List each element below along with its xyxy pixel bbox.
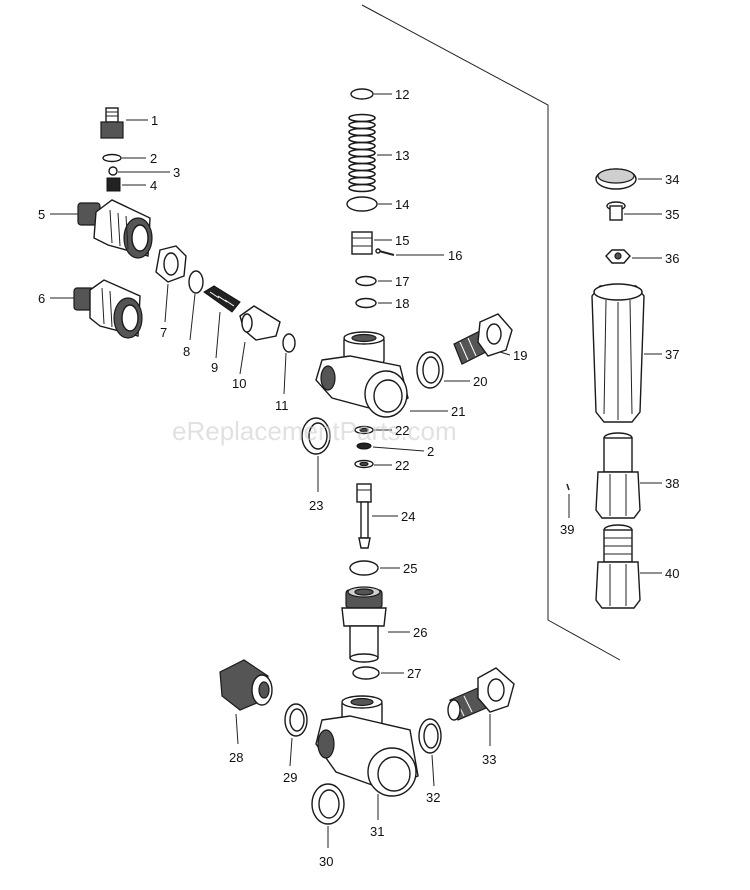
label-35: 35 [665, 207, 679, 222]
part-26-seat [341, 586, 410, 663]
label-27: 27 [407, 666, 421, 681]
part-23-o-ring [301, 417, 331, 492]
label-32: 32 [426, 790, 440, 805]
label-24: 24 [401, 509, 415, 524]
part-36-nut [605, 249, 662, 264]
label-39: 39 [560, 522, 574, 537]
label-15: 15 [395, 233, 409, 248]
part-22a-ring [354, 425, 392, 435]
part-25-o-ring [349, 560, 400, 576]
part-10-piston [239, 305, 281, 375]
part-22b-ring [354, 459, 392, 469]
part-5-coupler [50, 199, 153, 259]
part-2-ring [356, 442, 425, 452]
label-12: 12 [395, 87, 409, 102]
part-33-fitting [447, 667, 515, 746]
label-13: 13 [395, 148, 409, 163]
label-20: 20 [473, 374, 487, 389]
label-29: 29 [283, 770, 297, 785]
label-14: 14 [395, 197, 409, 212]
spring-coil [348, 148, 376, 158]
label-5: 5 [38, 207, 45, 222]
label-4: 4 [150, 178, 157, 193]
label-30: 30 [319, 854, 333, 869]
spring-coil [348, 113, 376, 123]
part-40-fitting [595, 524, 662, 609]
part-17-o-ring [355, 275, 392, 287]
spring-coil [348, 134, 376, 144]
label-21: 21 [451, 404, 465, 419]
label-6: 6 [38, 291, 45, 306]
part-11-o-ring [282, 333, 296, 395]
part-27-o-ring [352, 666, 404, 680]
part-1-fitting [100, 107, 148, 139]
label-2: 2 [150, 151, 157, 166]
part-12-cap [350, 88, 392, 100]
label-34: 34 [665, 172, 679, 187]
label-11: 11 [275, 398, 289, 413]
part-6-coupler [50, 279, 143, 339]
label-19: 19 [513, 348, 527, 363]
spring-coil [348, 141, 376, 151]
part-15-piston [351, 231, 392, 255]
part-21-valve-body [315, 331, 448, 418]
spring-coil [348, 127, 376, 137]
label-22a: 22 [395, 423, 409, 438]
part-19-fitting [453, 313, 513, 365]
part-13-spring [348, 113, 392, 193]
label-31: 31 [370, 824, 384, 839]
label-36: 36 [665, 251, 679, 266]
label-17: 17 [395, 274, 409, 289]
label-8: 8 [183, 344, 190, 359]
part-29-o-ring [284, 703, 308, 767]
label-7: 7 [160, 325, 167, 340]
part-18-o-ring [355, 297, 392, 309]
label-28: 28 [229, 750, 243, 765]
part-8-o-ring [188, 270, 204, 341]
part-7-hex-nut [155, 245, 187, 323]
label-2b: 2 [427, 444, 434, 459]
spring-coil [348, 183, 376, 193]
label-26: 26 [413, 625, 427, 640]
part-31-pump-body [315, 695, 419, 820]
label-23: 23 [309, 498, 323, 513]
part-16-pin [375, 248, 444, 256]
spring-coil [348, 169, 376, 179]
part-28-fitting [219, 659, 273, 745]
part-32-o-ring [418, 718, 442, 787]
spring-coil [348, 155, 376, 165]
label-1: 1 [151, 113, 158, 128]
label-33: 33 [482, 752, 496, 767]
label-38: 38 [665, 476, 679, 491]
label-16: 16 [448, 248, 462, 263]
label-9: 9 [211, 360, 218, 375]
label-40: 40 [665, 566, 679, 581]
label-10: 10 [232, 376, 246, 391]
part-20-o-ring [416, 351, 470, 389]
part-24-stem [356, 483, 398, 549]
label-37: 37 [665, 347, 679, 362]
label-22b: 22 [395, 458, 409, 473]
part-30-o-ring [311, 783, 345, 848]
assembly-outline [361, 4, 621, 661]
part-2-o-ring [102, 153, 146, 163]
part-37-knob [591, 283, 662, 423]
spring-coil [348, 162, 376, 172]
spring-coil [348, 120, 376, 130]
part-3-ball [108, 166, 170, 176]
part-35-screw [606, 201, 662, 221]
part-34-cap [595, 168, 662, 190]
spring-coil [348, 176, 376, 186]
part-39-pin [566, 483, 570, 518]
part-14-washer [346, 196, 392, 212]
part-4-spring [106, 177, 146, 192]
label-25: 25 [403, 561, 417, 576]
watermark-text: eReplacementParts.com [172, 416, 457, 446]
part-9-spring [203, 285, 241, 359]
label-18: 18 [395, 296, 409, 311]
part-38-adjuster [595, 432, 662, 519]
label-3: 3 [173, 165, 180, 180]
